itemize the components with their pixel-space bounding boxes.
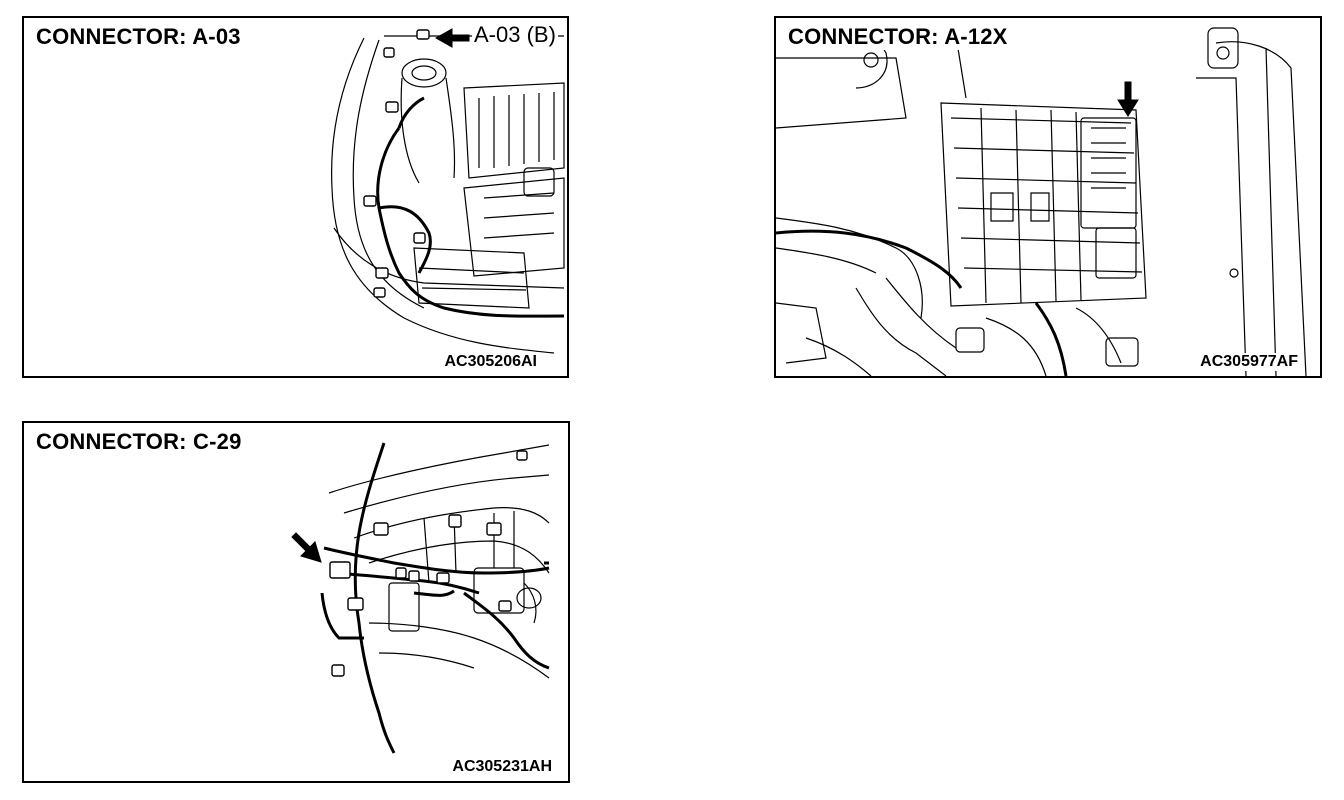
connector-a12x-panel: CONNECTOR: A-12X [774, 16, 1322, 378]
connector-a03-panel: CONNECTOR: A-03 A-03 (B) [22, 16, 569, 378]
engine-bay-illustration [24, 18, 567, 376]
figure-code: AC305231AH [450, 758, 554, 776]
connector-callout-label: A-03 (B) [472, 22, 558, 48]
panel-title: CONNECTOR: A-12X [786, 24, 1010, 50]
figure-code: AC305977AF [1198, 353, 1300, 371]
dashboard-harness-illustration [24, 423, 568, 781]
relay-box-illustration [776, 18, 1320, 376]
figure-code: AC305206AI [442, 353, 539, 371]
panel-title: CONNECTOR: C-29 [34, 429, 244, 455]
panel-title: CONNECTOR: A-03 [34, 24, 243, 50]
connector-c29-panel: CONNECTOR: C-29 [22, 421, 570, 783]
